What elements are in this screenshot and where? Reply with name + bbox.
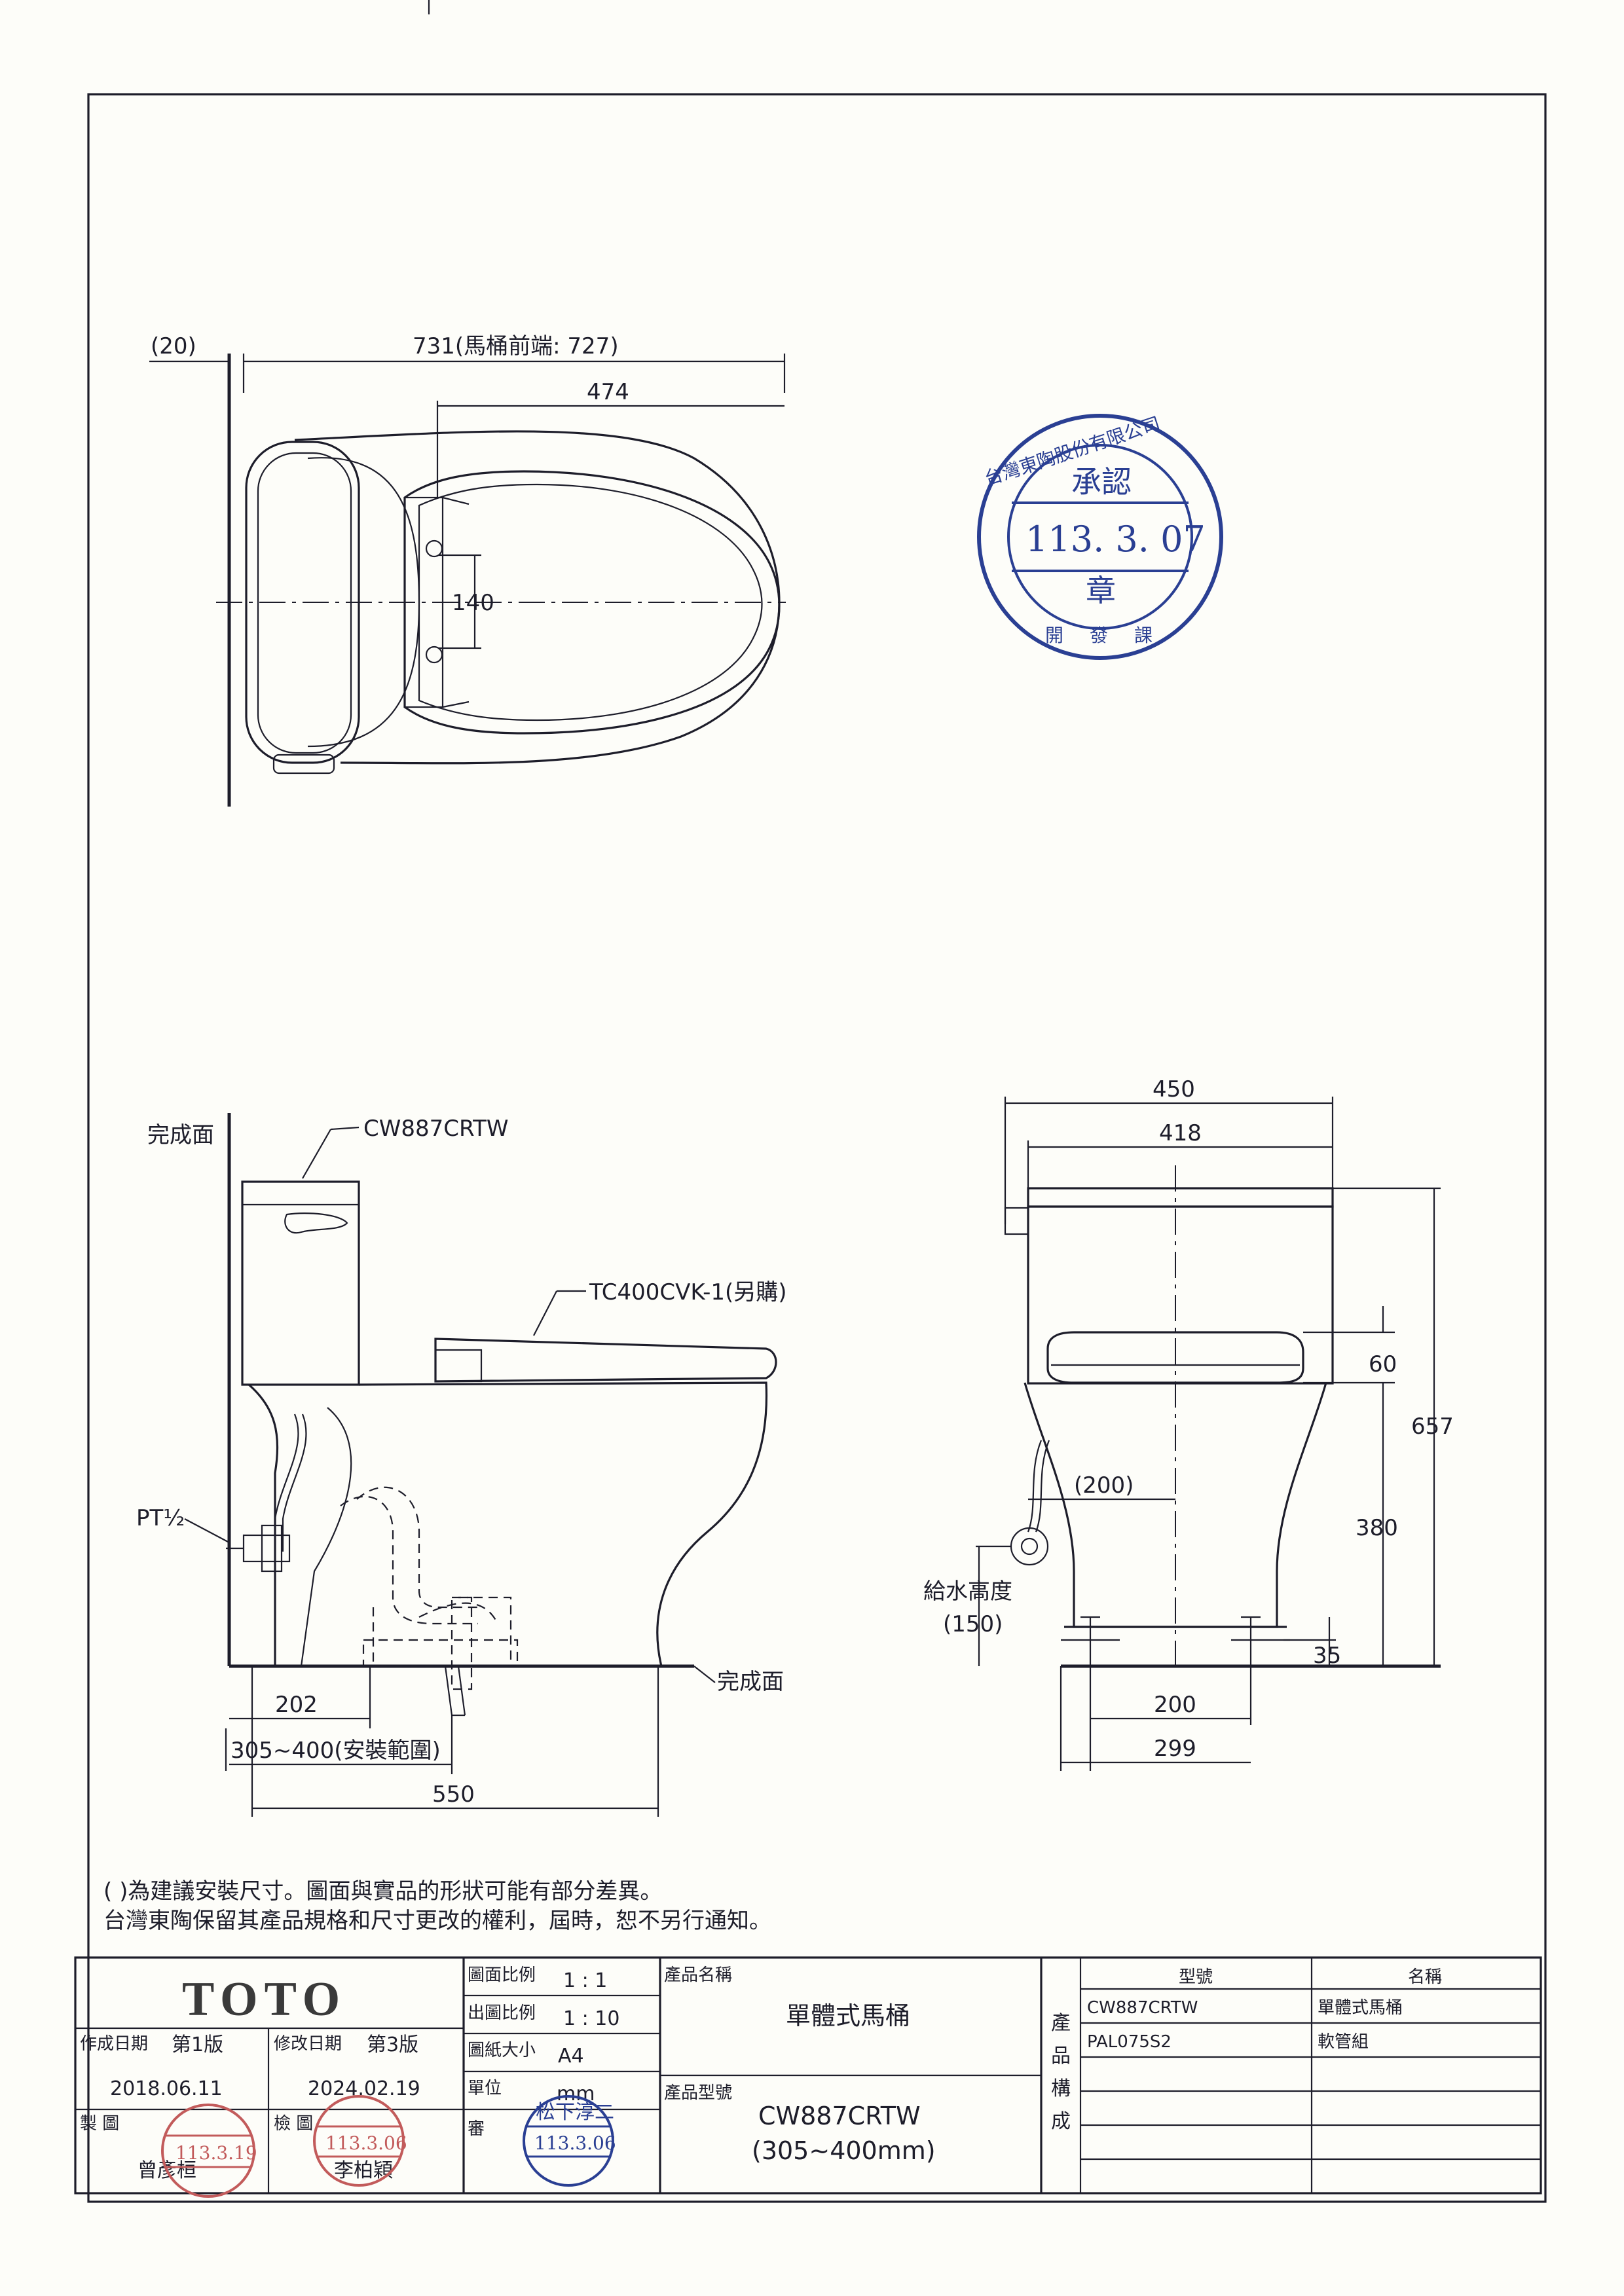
dim-offset-label: (20) [151, 333, 196, 359]
inlet-height-label: 給水高度 [923, 1578, 1012, 1605]
side-view: 完成面 完成面 CW887CRTW TC400CVK-1(另購) PT½ [136, 1113, 787, 1817]
note-line-1: ( )為建議安裝尺寸。圖面與實品的形狀可能有部分差異。 [103, 1878, 662, 1904]
dim-150-label: (150) [943, 1611, 1003, 1637]
table-header-model: 型號 [1179, 1967, 1213, 1987]
drawn-label: 製 圖 [80, 2114, 119, 2134]
bowl-side [358, 1381, 768, 1667]
dim-450-label: 450 [1153, 1076, 1195, 1102]
approval-seal-char: 章 [1086, 573, 1116, 608]
created-label: 作成日期 [80, 2034, 148, 2054]
dim-657-label: 657 [1411, 1413, 1454, 1440]
seat-outline [403, 470, 781, 735]
title-block: TOTO 作成日期 第1版 2018.06.11 修改日期 第3版 2024.0… [74, 1956, 1542, 2195]
table-row-name: 軟管組 [1318, 2032, 1369, 2052]
top-view: (20) 731(馬桶前端: 727) 474 140 [149, 333, 786, 807]
dim-total-label: 731(馬桶前端: 727) [413, 333, 619, 359]
created-date: 2018.06.11 [110, 2077, 223, 2100]
model-label: CW887CRTW [363, 1116, 509, 1142]
dim-299-label: 299 [1154, 1736, 1196, 1762]
product-model-range: (305~400mm) [752, 2136, 936, 2165]
dim-seat-label: 474 [587, 379, 629, 405]
approval-dept: 開發課 [1045, 625, 1179, 646]
dim-bolt-label: 140 [452, 590, 494, 616]
unit-label: 單位 [468, 2079, 502, 2098]
revised-label: 修改日期 [274, 2034, 342, 2054]
dim-380-label: 380 [1356, 1515, 1398, 1541]
composition-label-1: 產 [1051, 2012, 1071, 2035]
pipe-label: PT½ [136, 1505, 185, 1531]
seat-front [1046, 1331, 1304, 1384]
product-model-label: 產品型號 [664, 2083, 732, 2103]
table-header-name: 名稱 [1408, 1967, 1442, 1987]
dim-60-label: 60 [1369, 1351, 1397, 1377]
note-line-2: 台灣東陶保留其產品規格和尺寸更改的權利，屆時，恕不另行通知。 [103, 1908, 771, 1934]
approval-title: 承認 [1071, 464, 1132, 500]
print-scale-label: 出圖比例 [468, 2003, 536, 2023]
paper-value: A4 [558, 2045, 584, 2068]
dim-550-label: 550 [432, 1781, 475, 1808]
review-seal-date: 113.3.06 [534, 2132, 616, 2154]
tank-front [1027, 1187, 1334, 1208]
sheet-border [87, 93, 1547, 2203]
dim-inlet-200-label: (200) [1074, 1472, 1134, 1499]
checked-label: 檢 圖 [274, 2114, 313, 2134]
dim-418-label: 418 [1159, 1120, 1202, 1146]
drawn-seal-date: 113.3.19 [175, 2142, 257, 2164]
dim-range-label: 305~400(安裝範圍) [231, 1738, 441, 1764]
product-name-label: 產品名稱 [664, 1965, 732, 1985]
composition-label-2: 品 [1051, 2045, 1071, 2068]
paper-label: 圖紙大小 [468, 2041, 536, 2060]
table-row-name: 單體式馬桶 [1318, 1998, 1403, 2018]
review-seal-name: 松下淳二 [536, 2101, 614, 2124]
tank-side [241, 1180, 360, 1386]
version-first: 第1版 [172, 2033, 223, 2056]
tank-outline [245, 441, 360, 764]
scale-value: 1 : 1 [563, 1969, 607, 1992]
review-seal: 松下淳二 113.3.06 [523, 2095, 616, 2187]
product-model: CW887CRTW [758, 2102, 921, 2130]
dim-202-label: 202 [275, 1692, 318, 1718]
composition-label-3: 構 [1051, 2077, 1071, 2100]
print-scale-value: 1 : 10 [563, 2007, 619, 2030]
dim-35-label: 35 [1313, 1643, 1341, 1669]
product-name: 單體式馬桶 [786, 2001, 910, 2030]
review-label: 審 [468, 2119, 485, 2139]
front-view: 450 418 60 657 380 [923, 1076, 1454, 1771]
finish-floor-label: 完成面 [717, 1669, 784, 1695]
composition-label-4: 成 [1051, 2110, 1071, 2133]
brand-logo: TOTO [182, 1973, 346, 2026]
dim-200-label: 200 [1154, 1692, 1196, 1718]
table-row-model: PAL075S2 [1087, 2032, 1172, 2052]
seat-side [434, 1338, 777, 1383]
approval-stamp: 台灣東陶股份有限公司 承認 113. 3. 07 章 開發課 [977, 412, 1223, 660]
check-seal: 113.3.06 [313, 2095, 407, 2187]
finish-wall-label: 完成面 [147, 1122, 214, 1148]
seat-label: TC400CVK-1(另購) [589, 1279, 787, 1305]
check-seal-date: 113.3.06 [325, 2132, 407, 2154]
scale-label: 圖面比例 [468, 1965, 536, 1985]
version-third: 第3版 [367, 2033, 418, 2056]
table-row-model: CW887CRTW [1087, 1998, 1198, 2018]
drawn-seal: 113.3.19 [161, 2104, 257, 2198]
approval-date: 113. 3. 07 [1025, 519, 1206, 560]
